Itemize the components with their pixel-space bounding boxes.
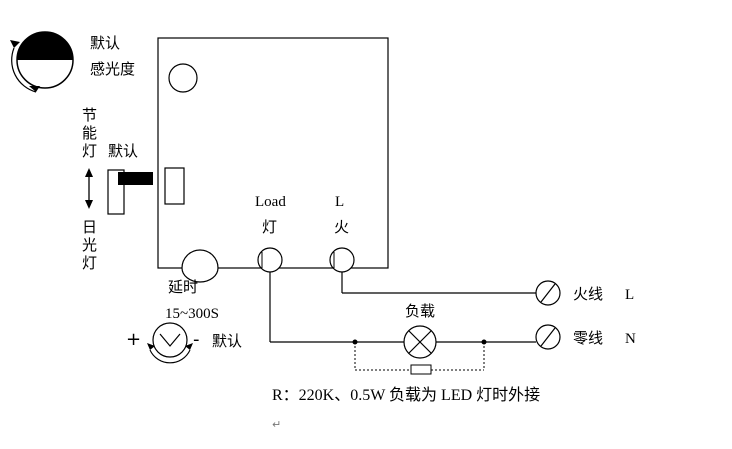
fluorescent-char-3: 灯: [82, 254, 97, 272]
resistor-icon: [410, 364, 432, 375]
delay-knob[interactable]: [147, 322, 193, 364]
load-terminal-label-en: Load: [255, 194, 286, 210]
delay-default-label: 默认: [212, 332, 242, 350]
neutral-supply-label-code: N: [625, 331, 636, 347]
live-supply-terminal: [535, 280, 561, 306]
sensitivity-knob[interactable]: [10, 31, 74, 93]
fluorescent-char-2: 光: [82, 236, 97, 254]
bypass-resistor: [352, 339, 487, 375]
energy-saving-char-1: 节: [82, 106, 97, 124]
load-lamp-icon: [403, 325, 437, 359]
energy-saving-char-2: 能: [82, 124, 97, 142]
energy-saving-char-3: 灯: [82, 142, 97, 160]
live-supply-label-cn: 火线: [573, 285, 603, 303]
fluorescent-char-1: 日: [82, 218, 97, 236]
neutral-supply-label-cn: 零线: [573, 329, 603, 347]
light-sensor-window: [168, 63, 198, 93]
mode-switch-slot[interactable]: [164, 167, 185, 205]
resistor-note: R：220K、0.5W 负载为 LED 灯时外接: [272, 386, 540, 404]
switch-default-label: 默认: [108, 142, 138, 160]
live-terminal-label-cn: 火: [334, 218, 349, 236]
load-label: 负载: [405, 302, 435, 320]
neutral-supply-terminal: [535, 324, 561, 350]
live-terminal-label-en: L: [335, 194, 344, 210]
live-supply-label-code: L: [625, 287, 634, 303]
delay-plus-sign: +: [126, 329, 141, 350]
delay-minus-sign: -: [193, 329, 200, 350]
knob-arc-icon: [11, 47, 37, 93]
mode-switch-lever[interactable]: [118, 172, 153, 185]
delay-range: 15~300S: [165, 306, 219, 322]
delay-label: 延时: [168, 278, 198, 296]
knob-label-default: 默认: [90, 34, 120, 52]
load-terminal-label-cn: 灯: [262, 218, 277, 236]
paragraph-mark: ↵: [272, 418, 281, 431]
delay-knob-arc-icon: [149, 349, 191, 364]
delay-pot-terminal[interactable]: [181, 249, 219, 283]
knob-label-sensitivity: 感光度: [90, 60, 135, 78]
